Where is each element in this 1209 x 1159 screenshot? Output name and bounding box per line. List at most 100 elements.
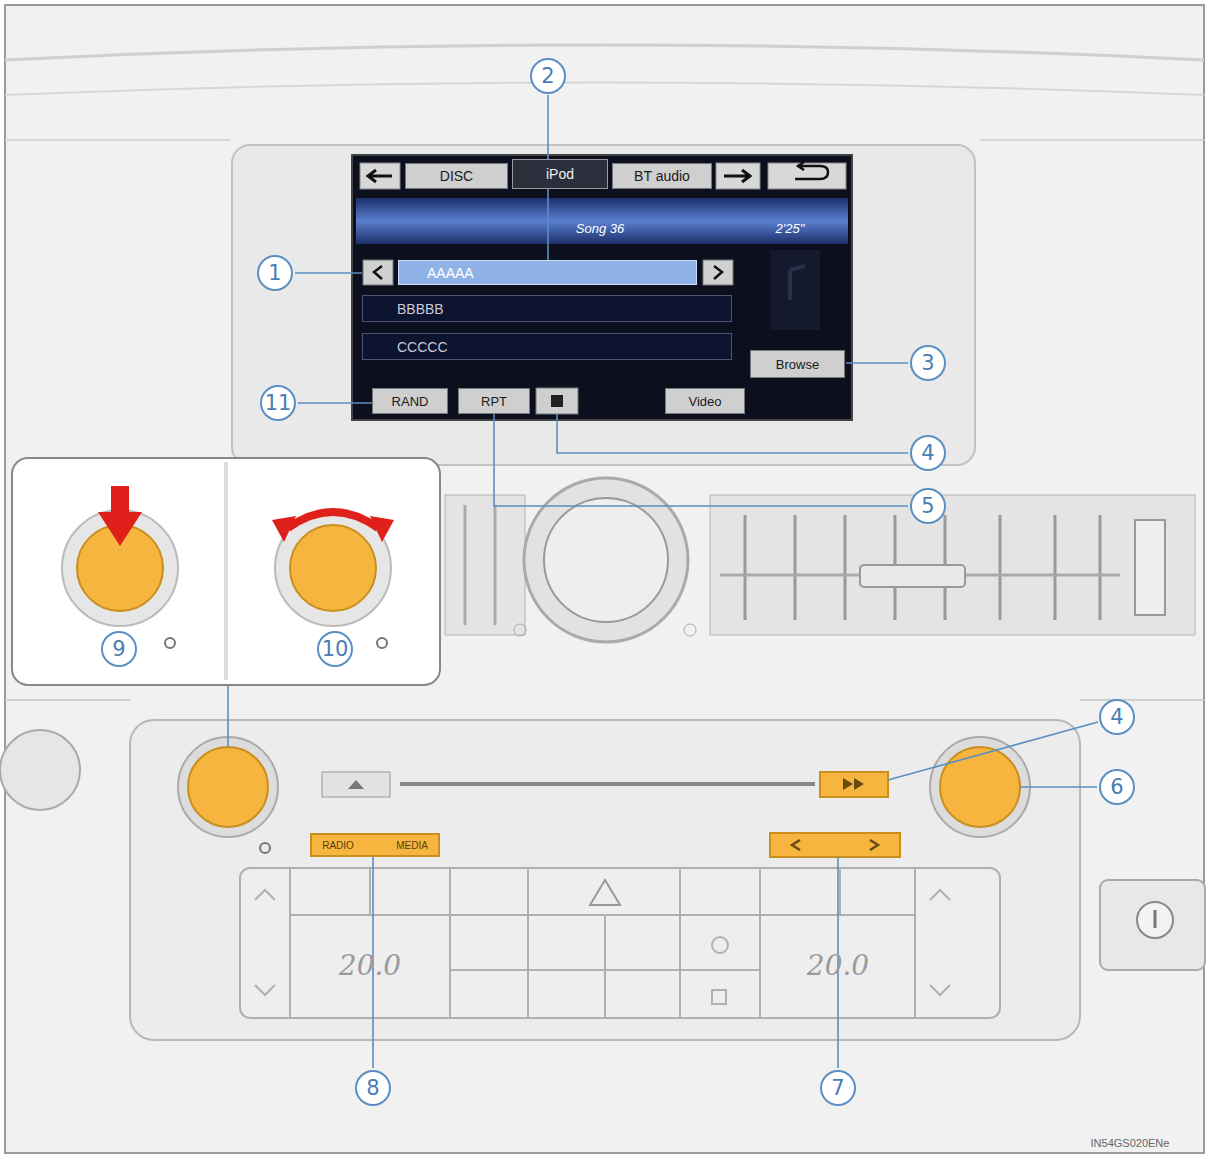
source-tab: BT audio — [612, 163, 712, 189]
frame-part — [5, 139, 1204, 141]
leader-lines-part — [494, 414, 908, 506]
title-bar: AAAAA — [398, 260, 697, 285]
screen-part — [360, 163, 400, 189]
screen-button: RPT — [458, 388, 530, 414]
audio-panel-part — [178, 737, 278, 837]
callout-number: 4 — [1099, 699, 1135, 735]
climate-panel-part — [679, 868, 681, 1018]
screen-part — [536, 388, 578, 414]
callout-number: 4 — [910, 435, 946, 471]
knob-inset-part — [12, 458, 440, 685]
climate-panel — [240, 868, 1000, 1018]
climate-panel-part — [839, 868, 841, 915]
screen-button: RAND — [372, 388, 448, 414]
air-vents-part-part — [844, 515, 847, 620]
climate-panel-part — [759, 868, 761, 1018]
climate-panel-part — [240, 868, 1000, 1018]
audio-panel-part — [792, 840, 878, 850]
air-vents-part — [1135, 520, 1165, 615]
air-vents-part — [544, 498, 668, 622]
air-vents-part — [1154, 910, 1157, 928]
frame-part — [5, 83, 1204, 96]
climate-panel-part — [914, 868, 916, 1018]
knob-inset — [12, 458, 440, 685]
screen-part — [795, 162, 828, 179]
temperature-display: 20.0 — [339, 949, 401, 982]
climate-panel-part — [527, 868, 529, 1018]
screen-part — [716, 163, 760, 189]
air-vents-part — [684, 624, 696, 636]
audio-panel-part — [820, 772, 888, 797]
frame-part — [5, 5, 1204, 1153]
button-text: iPod — [546, 166, 574, 182]
screen-part — [368, 170, 392, 182]
air-vents-part — [1100, 880, 1205, 970]
climate-panel-part — [590, 880, 620, 905]
button-text: BT audio — [634, 168, 690, 184]
leader-lines-part — [298, 402, 372, 404]
track-info: 2'25" — [776, 221, 805, 236]
climate-panel-part — [712, 990, 726, 1004]
screen-part — [551, 395, 563, 407]
frame-part — [5, 45, 1204, 60]
screen-part — [768, 163, 846, 189]
display-housing — [232, 145, 975, 465]
audio-panel-part — [260, 843, 270, 853]
screen-button: Video — [665, 388, 745, 414]
air-vents-part-part — [999, 515, 1002, 620]
climate-panel-part — [289, 868, 291, 1018]
audio-panel-part — [854, 778, 864, 790]
panel-button: RADIOMEDIA — [310, 833, 440, 857]
press-arrow-part — [98, 512, 142, 546]
callout-number: 1 — [257, 255, 293, 291]
leader-lines-part — [1020, 786, 1097, 788]
air-vents-part — [745, 515, 1100, 620]
callout-number: 2 — [530, 58, 566, 94]
press-arrow-part — [111, 486, 129, 514]
climate-panel-part — [712, 937, 728, 953]
knob-inset-part — [62, 510, 178, 626]
screen-part — [374, 266, 382, 279]
screen-button: Browse — [750, 350, 845, 378]
climate-panel-part — [255, 890, 275, 995]
air-vents-part — [0, 730, 80, 810]
air-vents-part-part — [794, 515, 797, 620]
climate-panel-part — [604, 915, 606, 1018]
air-vents-part — [464, 505, 467, 625]
climate-panel-part — [930, 890, 950, 995]
frame — [5, 5, 1204, 1153]
button-text: RADIO — [322, 840, 354, 851]
screen — [352, 155, 852, 420]
button-text: DISC — [440, 168, 473, 184]
button-text: RPT — [481, 394, 507, 409]
screen-part — [714, 266, 722, 279]
leader-lines — [228, 95, 1098, 1068]
air-vents-part — [860, 565, 965, 587]
screen-part — [356, 198, 848, 244]
audio-panel-part — [770, 833, 900, 857]
turn-arrow-part — [370, 516, 394, 542]
audio-panel-part — [322, 772, 390, 797]
air-vents-part-part — [744, 515, 747, 620]
display-housing-part — [232, 145, 975, 465]
figure-code: IN54GS020ENe — [1091, 1137, 1170, 1149]
screen-part — [790, 266, 805, 300]
air-vents-part — [494, 505, 497, 625]
knob-inset-part — [165, 638, 175, 648]
screen-part — [724, 170, 750, 182]
button-text: Browse — [776, 357, 819, 372]
air-vents-part — [710, 495, 1195, 635]
air-vents-part — [1137, 902, 1173, 938]
knob-inset-part — [290, 525, 376, 611]
info-bar: BBBBB — [362, 295, 732, 322]
audio-panel-part — [940, 747, 1020, 827]
source-tab: DISC — [405, 163, 508, 189]
audio-panel-part — [400, 782, 815, 786]
button-text: Video — [688, 394, 721, 409]
info-bar: CCCCC — [362, 333, 732, 360]
audio-panel-part — [130, 720, 1080, 1040]
audio-panel-part — [348, 780, 364, 789]
air-vents-part — [445, 495, 525, 635]
callout-number: 11 — [260, 385, 296, 421]
